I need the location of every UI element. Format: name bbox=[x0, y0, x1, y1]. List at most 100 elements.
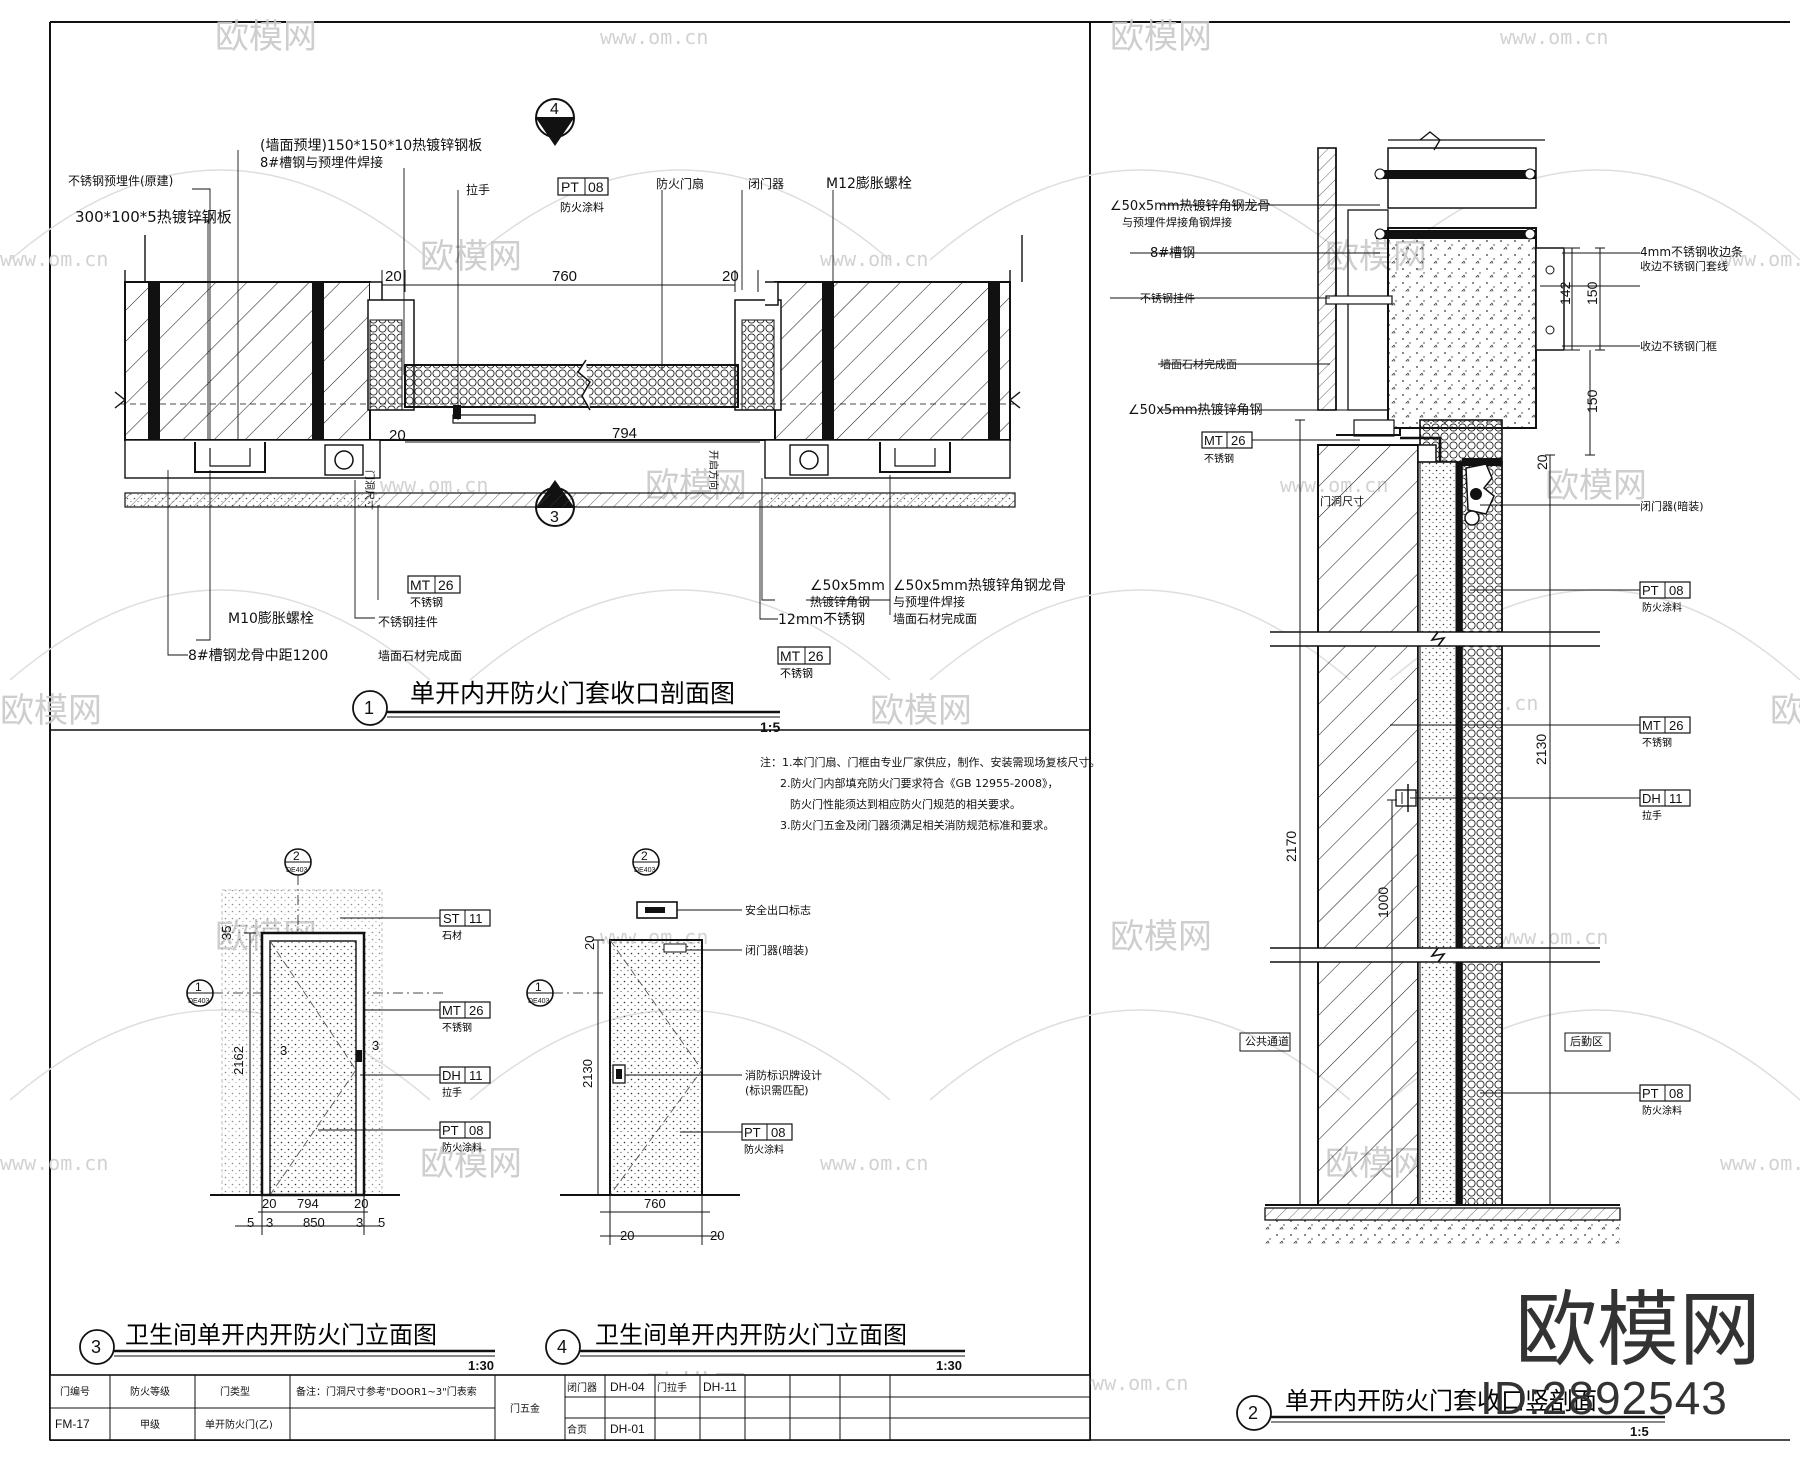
watermark-brand: 欧模网 bbox=[1110, 17, 1212, 57]
svg-text:防火涂料: 防火涂料 bbox=[1642, 1104, 1682, 1117]
label-back-area: 后勤区 bbox=[1570, 1035, 1603, 1048]
table-handle-value: DH-11 bbox=[703, 1380, 737, 1394]
table-closer-value: DH-04 bbox=[610, 1380, 645, 1394]
note-2: 2.防火门内部填充防火门要求符合《GB 12955-2008》， bbox=[780, 776, 1059, 790]
svg-text:卫生间单开内开防火门立面图: 卫生间单开内开防火门立面图 bbox=[595, 1321, 907, 1349]
svg-text:1:5: 1:5 bbox=[1630, 1424, 1649, 1439]
table-note: 备注：门洞尺寸参考"DOOR1~3"门表索 bbox=[296, 1385, 477, 1398]
svg-text:DE403: DE403 bbox=[634, 867, 656, 874]
dim-850: 850 bbox=[303, 1215, 325, 1230]
dim-20-v4-top: 20 bbox=[582, 936, 597, 950]
note-4: 3.防火门五金及闭门器须满足相关消防规范标准和要求。 bbox=[780, 818, 1055, 832]
dim-794: 794 bbox=[612, 425, 637, 442]
label-bolt-m10: M10膨胀螺栓 bbox=[228, 610, 314, 627]
label-angle-left-sub: 热镀锌角钢 bbox=[810, 595, 870, 609]
watermark-brand: 欧模网 bbox=[420, 1144, 522, 1184]
note-3: 防火门性能须达到相应防火门规范的相关要求。 bbox=[790, 797, 1021, 811]
label-angle-left: ∠50x5mm bbox=[810, 578, 885, 594]
label-stone-face: 墙面石材完成面 bbox=[378, 648, 462, 663]
label-plate-12mm: 12mm不锈钢 bbox=[778, 612, 865, 628]
leaders-view2 bbox=[1110, 204, 1640, 1094]
svg-text:08: 08 bbox=[1669, 1086, 1683, 1101]
label-embedded-part: 不锈钢预埋件(原建) bbox=[68, 174, 173, 188]
label-steel-hanger: 不锈钢挂件 bbox=[378, 615, 438, 629]
watermark-brand: 欧模网 bbox=[0, 691, 102, 731]
watermark-brand: 欧模网 bbox=[420, 237, 522, 277]
model-id-watermark: ID:2892543 bbox=[1480, 1372, 1728, 1424]
dim-2130-v4: 2130 bbox=[580, 1059, 595, 1088]
dim-20-left: 20 bbox=[385, 268, 402, 285]
tag-mt26-v2-mid: MT 26 不锈钢 bbox=[1639, 716, 1691, 749]
label-frame-seal: 收边不锈钢门框 bbox=[1640, 339, 1717, 353]
label-angle-right-sub: 与预埋件焊接 bbox=[893, 594, 965, 609]
view-3-title: 3 卫生间单开内开防火门立面图 1:30 bbox=[79, 1321, 495, 1373]
svg-text:08: 08 bbox=[588, 179, 604, 195]
svg-text:ST: ST bbox=[443, 911, 460, 926]
svg-text:MT: MT bbox=[442, 1003, 461, 1018]
svg-text:DE403: DE403 bbox=[188, 998, 210, 1005]
svg-text:26: 26 bbox=[469, 1003, 483, 1018]
view-1-title: 1 单开内开防火门套收口剖面图 1:5 bbox=[352, 679, 780, 735]
label-angle-top: ∠50x5mm热镀锌角钢龙骨 bbox=[1110, 198, 1271, 214]
general-notes: 注：1.本门门扇、门框由专业厂家供应，制作、安装需现场复核尺寸。 2.防火门内部… bbox=[760, 755, 1101, 832]
label-sign-match: (标识需匹配) bbox=[745, 1083, 809, 1097]
dim-5-right: 5 bbox=[378, 1215, 385, 1230]
watermark-url: www.om.cn bbox=[820, 247, 928, 271]
label-bolt-m12: M12膨胀螺栓 bbox=[826, 175, 912, 192]
table-door-no-value: FM-17 bbox=[55, 1417, 90, 1431]
watermark-brand: 欧模网 bbox=[870, 691, 972, 731]
label-fire-door: 防火门扇 bbox=[656, 176, 704, 191]
watermark-layer: 欧模网 欧模网 欧模网 欧模网 欧模网 欧模网 欧模网 欧模网 欧模网 欧模网 … bbox=[0, 17, 1800, 1409]
tag-pt08-v2-bottom: PT 08 防火涂料 bbox=[1639, 1084, 1691, 1117]
svg-text:2: 2 bbox=[1248, 1403, 1258, 1423]
tag-mt26-view1-right: MT 26 不锈钢 bbox=[777, 646, 831, 680]
watermark-url: www.om.cn bbox=[1720, 247, 1800, 271]
dim-1000-v2: 1000 bbox=[1375, 887, 1391, 918]
label-closer-v4: 闭门器(暗装) bbox=[745, 943, 809, 957]
watermark-url: www.om.cn bbox=[0, 1151, 108, 1175]
svg-text:PT: PT bbox=[1642, 583, 1659, 598]
door-schedule-table: 门编号 防火等级 门类型 备注：门洞尺寸参考"DOOR1~3"门表索 门五金 闭… bbox=[49, 1374, 1091, 1441]
svg-text:MT: MT bbox=[1204, 433, 1223, 448]
svg-text:PT: PT bbox=[561, 179, 579, 195]
watermark-url: www.om.cn bbox=[1500, 25, 1608, 49]
label-corridor: 公共通道 bbox=[1245, 1034, 1289, 1048]
table-grade-value: 甲级 bbox=[140, 1419, 160, 1431]
label-angle-bottom: ∠50x5mm热镀锌角钢 bbox=[1128, 402, 1263, 418]
break-lines bbox=[114, 235, 1023, 409]
brand-watermark-large: 欧模网 bbox=[1515, 1283, 1762, 1378]
leaders-view4 bbox=[625, 909, 742, 1133]
svg-text:DE403: DE403 bbox=[286, 867, 308, 874]
elevation-marker-top-4: 2 DE403 bbox=[632, 848, 660, 876]
dim-760-v4: 760 bbox=[644, 1196, 666, 1211]
svg-text:不锈钢: 不锈钢 bbox=[442, 1021, 472, 1034]
dims-view2 bbox=[1295, 247, 1605, 1206]
dim-20-v3-right: 20 bbox=[354, 1196, 368, 1211]
tag-pt08-v4: PT 08 防火涂料 bbox=[741, 1123, 793, 1156]
label-closer-v2: 闭门器(暗装) bbox=[1640, 499, 1704, 513]
svg-text:不锈钢: 不锈钢 bbox=[780, 667, 813, 680]
tag-pt08-v3: PT 08 防火涂料 bbox=[439, 1121, 491, 1154]
svg-text:2: 2 bbox=[293, 849, 300, 863]
label-channel-keel: 8#槽钢龙骨中距1200 bbox=[188, 648, 328, 664]
watermark-brand: 欧模网 bbox=[1110, 917, 1212, 957]
svg-text:DE403: DE403 bbox=[528, 998, 550, 1005]
svg-text:DH: DH bbox=[1642, 791, 1661, 806]
watermark-url: www.om.cn bbox=[600, 25, 708, 49]
fire-door-leaf bbox=[404, 359, 739, 424]
tag-mt26-view1-left: MT 26 不锈钢 bbox=[407, 575, 461, 609]
tag-dh11-v2: DH 11 拉手 bbox=[1639, 789, 1691, 822]
label-angle-right: ∠50x5mm热镀锌角钢龙骨 bbox=[893, 577, 1066, 594]
svg-text:防火涂料: 防火涂料 bbox=[1642, 601, 1682, 614]
svg-text:1:5: 1:5 bbox=[760, 719, 780, 735]
dim-3-left: 3 bbox=[266, 1215, 273, 1230]
dim-35: 35 bbox=[219, 926, 234, 940]
dims-view4 bbox=[592, 939, 720, 1245]
view-2-vertical-section: 142 150 150 20 2130 2170 1000 ∠50x5 bbox=[1110, 131, 1743, 1439]
label-channel-v2: 8#槽钢 bbox=[1150, 246, 1195, 261]
right-wall-section bbox=[734, 281, 1011, 441]
dim-20-lower: 20 bbox=[389, 427, 406, 444]
view-1-horizontal-section: 4 3 bbox=[68, 98, 1066, 735]
tag-st11-v3: ST 11 石材 bbox=[439, 909, 491, 942]
table-hardware: 门五金 bbox=[510, 1402, 540, 1415]
